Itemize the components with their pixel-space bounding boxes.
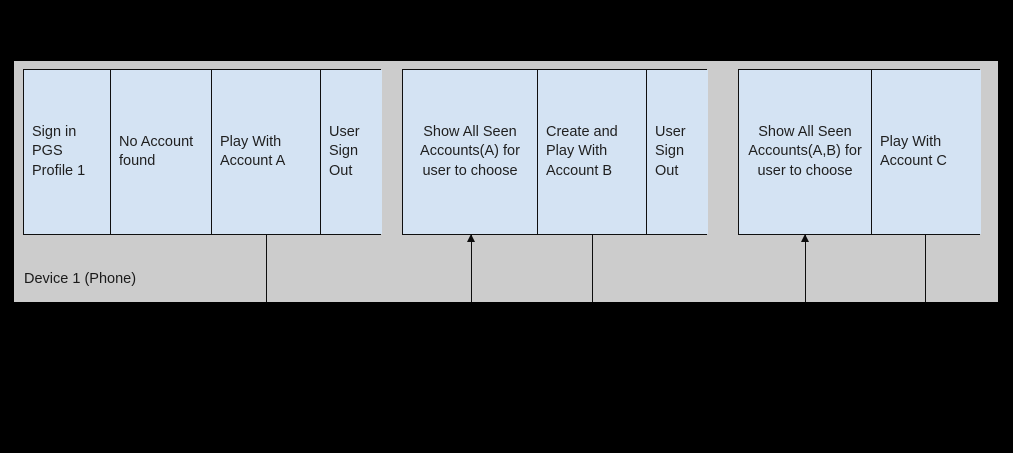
box-play-with-account-a-label: Play With Account A — [220, 133, 286, 169]
box-show-all-seen-accounts-a-label: Show All Seen Accounts(A) for user to ch… — [420, 123, 520, 179]
box-user-sign-out-1-label: User Sign Out — [329, 123, 360, 179]
box-sign-in-pgs-profile-1[interactable]: Sign in PGS Profile 1 — [24, 70, 111, 234]
box-user-sign-out-2-label: User Sign Out — [655, 123, 686, 179]
box-play-with-account-c[interactable]: Play With Account C — [872, 70, 981, 234]
connector-to-show-all-seen-accounts-ab-arrowhead-icon — [801, 234, 810, 242]
box-play-with-account-c-label: Play With Account C — [880, 133, 947, 169]
box-no-account-found-label: No Account found — [119, 133, 194, 169]
connector-to-show-all-seen-accounts-a-arrowhead-icon — [467, 234, 476, 242]
box-sign-in-pgs-profile-1-label: Sign in PGS Profile 1 — [32, 123, 86, 179]
box-create-and-play-with-account-b[interactable]: Create and Play With Account B — [538, 70, 647, 234]
box-show-all-seen-accounts-ab[interactable]: Show All Seen Accounts(A,B) for user to … — [739, 70, 872, 234]
box-play-with-account-a[interactable]: Play With Account A — [212, 70, 321, 234]
connector-from-play-with-account-c — [925, 234, 926, 302]
connector-to-show-all-seen-accounts-a — [471, 234, 472, 302]
box-user-sign-out-1[interactable]: User Sign Out — [321, 70, 382, 234]
box-no-account-found[interactable]: No Account found — [111, 70, 212, 234]
activation-group-3: Show All Seen Accounts(A,B) for user to … — [738, 69, 981, 235]
connector-to-show-all-seen-accounts-ab — [805, 234, 806, 302]
box-create-and-play-with-account-b-label: Create and Play With Account B — [546, 123, 618, 179]
swimlane-label-device-1: Device 1 (Phone) — [24, 271, 137, 287]
activation-group-1: Sign in PGS Profile 1 No Account found Pla… — [23, 69, 382, 235]
connector-from-create-and-play-with-account-b — [592, 234, 593, 302]
box-show-all-seen-accounts-ab-label: Show All Seen Accounts(A,B) for user to … — [748, 123, 862, 179]
box-show-all-seen-accounts-a[interactable]: Show All Seen Accounts(A) for user to ch… — [403, 70, 538, 234]
box-user-sign-out-2[interactable]: User Sign Out — [647, 70, 708, 234]
connector-from-play-with-account-a — [266, 234, 267, 302]
activation-group-2: Show All Seen Accounts(A) for user to ch… — [402, 69, 708, 235]
